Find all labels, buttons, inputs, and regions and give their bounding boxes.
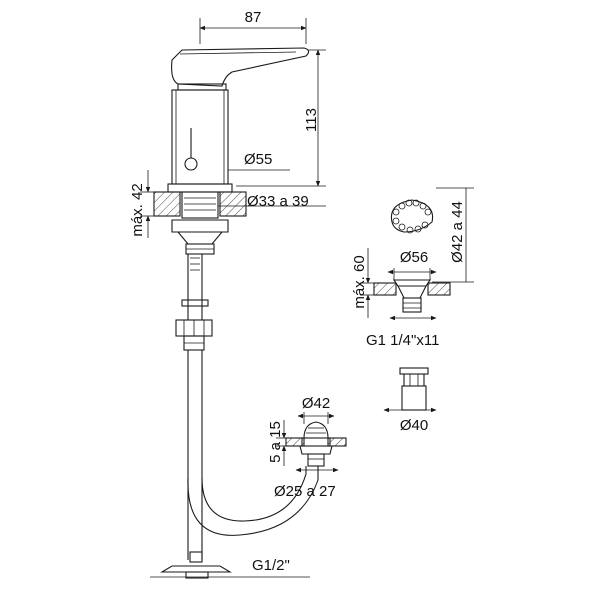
dim-label-d40: Ø40 bbox=[400, 417, 428, 434]
dim-label-113: 113 bbox=[303, 108, 320, 132]
dim-label-d56: Ø56 bbox=[400, 249, 428, 266]
faucet-body bbox=[171, 89, 229, 185]
dimension-87: 87 bbox=[199, 9, 307, 44]
faucet-assembly bbox=[153, 47, 319, 579]
dimension-d40: Ø40 bbox=[383, 407, 437, 434]
dimension-max-42: máx. 42 bbox=[129, 170, 156, 238]
small-basin-left bbox=[285, 437, 305, 447]
dimension-d42-44: Ø42 a 44 bbox=[432, 187, 474, 283]
dim-label-g12: G1/2" bbox=[252, 557, 290, 574]
bottom-flange bbox=[160, 565, 232, 573]
small-drain-cap bbox=[303, 421, 329, 439]
basin-right bbox=[427, 282, 451, 296]
supply-hose bbox=[175, 254, 319, 560]
dim-label-max-60: máx. 60 bbox=[351, 255, 368, 308]
dim-label-d55: Ø55 bbox=[244, 151, 272, 168]
dim-label-87: 87 bbox=[245, 9, 262, 26]
popup-drain-assembly bbox=[373, 199, 451, 411]
countertop-right bbox=[219, 191, 247, 217]
dimension-max-60: máx. 60 bbox=[351, 248, 376, 318]
small-drain-assembly bbox=[285, 421, 347, 467]
basin-left bbox=[373, 282, 397, 296]
indicator-dot bbox=[184, 157, 198, 171]
countertop-left bbox=[153, 191, 181, 217]
dimension-g1-thread: G1 1/4"x11 bbox=[366, 315, 439, 349]
dim-label-d33-39: Ø33 a 39 bbox=[247, 193, 309, 210]
dimension-g12: G1/2" bbox=[150, 557, 310, 578]
small-basin-right bbox=[327, 437, 347, 447]
dimension-d42: Ø42 bbox=[297, 395, 335, 424]
dimension-5-15: 5 a 15 bbox=[267, 420, 290, 466]
dim-label-d42-44: Ø42 a 44 bbox=[449, 201, 466, 263]
dim-label-d42: Ø42 bbox=[302, 395, 330, 412]
lever-handle bbox=[171, 47, 310, 87]
dimension-d33-39: Ø33 a 39 bbox=[218, 193, 326, 210]
dim-label-d25-27: Ø25 a 27 bbox=[274, 483, 336, 500]
dim-label-max-42: máx. 42 bbox=[129, 183, 146, 236]
dimension-d25-27: Ø25 a 27 bbox=[274, 467, 339, 500]
dimension-d56: Ø56 bbox=[387, 249, 437, 280]
dim-label-g1-thread: G1 1/4"x11 bbox=[366, 332, 439, 349]
dim-label-5-15: 5 a 15 bbox=[267, 421, 284, 463]
dimension-d55: Ø55 bbox=[228, 151, 290, 171]
dimension-113: 113 bbox=[236, 49, 326, 187]
